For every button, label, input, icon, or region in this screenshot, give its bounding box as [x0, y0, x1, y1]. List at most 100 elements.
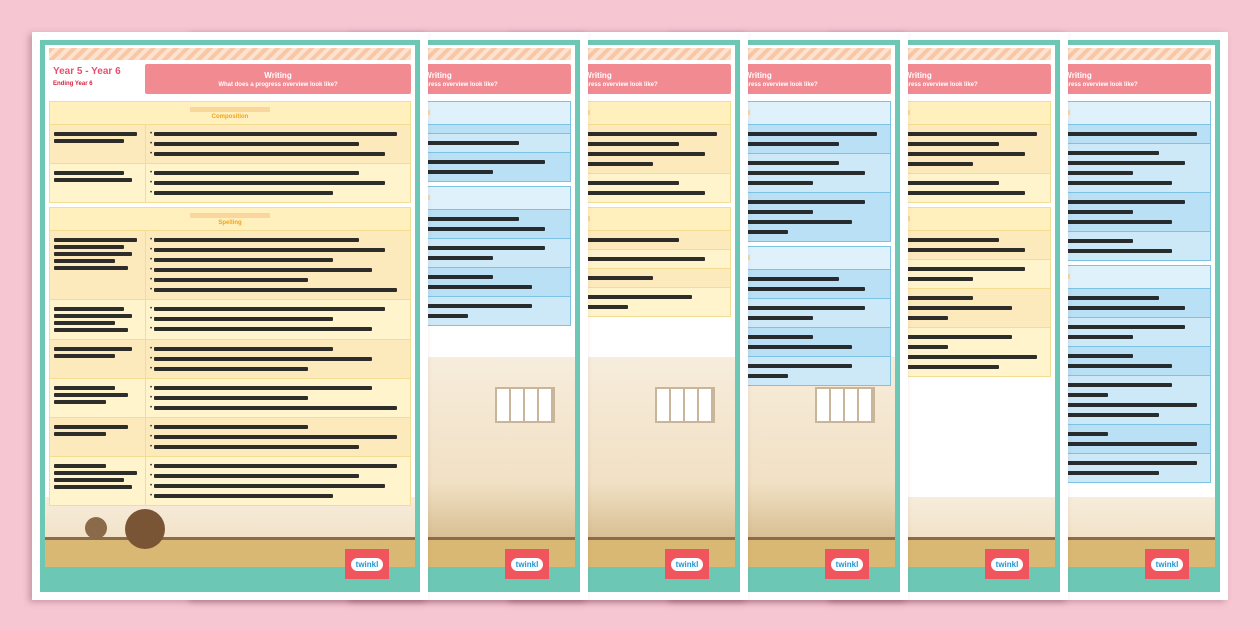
- bullet-item: [470, 149, 726, 159]
- section-header: Composition: [50, 102, 410, 124]
- text-line: [54, 464, 107, 468]
- bullet-item: [150, 383, 406, 393]
- bullet-item: [150, 403, 406, 413]
- logo-text: twinkl: [990, 557, 1024, 571]
- bullet-item: [950, 158, 1206, 168]
- text-line: [154, 396, 308, 400]
- text-line: [794, 191, 1025, 195]
- criteria-cell: [50, 164, 146, 202]
- bullet-item: [790, 129, 1046, 139]
- twinkl-logo: twinkl: [345, 549, 389, 579]
- text-line: [154, 386, 372, 390]
- bullet-item: [150, 393, 406, 403]
- evidence-cell: [946, 125, 1210, 143]
- text-line: [54, 259, 115, 263]
- text-line: [474, 257, 705, 261]
- text-line: [154, 435, 398, 439]
- bullet-item: [630, 284, 886, 294]
- text-line: [54, 266, 128, 270]
- decorative-border: [49, 48, 411, 60]
- logo-text: twinkl: [350, 557, 384, 571]
- bullet-item: [150, 275, 406, 285]
- text-line: [54, 132, 137, 136]
- text-line: [154, 406, 398, 410]
- text-line: [954, 132, 1198, 136]
- bullet-item: [950, 197, 1206, 207]
- text-line: [954, 306, 1185, 310]
- page-subtitle: What does a progress overview look like?: [858, 81, 978, 88]
- bullet-item: [150, 461, 406, 471]
- text-line: [634, 306, 865, 310]
- text-line: [474, 132, 718, 136]
- bullet-item: [790, 188, 1046, 198]
- text-line: [474, 191, 705, 195]
- page-title: Writing: [264, 70, 292, 80]
- bullet-item: [310, 243, 566, 253]
- text-line: [54, 171, 124, 175]
- text-line: [794, 132, 1038, 136]
- bullet-item: [790, 352, 1046, 362]
- text-line: [954, 403, 1198, 407]
- text-line: [154, 278, 308, 282]
- text-line: [154, 248, 385, 252]
- text-line: [154, 142, 359, 146]
- text-line: [54, 471, 137, 475]
- text-line: [54, 314, 133, 318]
- text-line: [154, 288, 398, 292]
- text-line: [54, 393, 128, 397]
- text-line: [154, 152, 385, 156]
- text-line: [954, 200, 1185, 204]
- bullet-item: [310, 157, 566, 167]
- text-line: [154, 357, 372, 361]
- bullet-item: [150, 255, 406, 265]
- bullet-item: [150, 235, 406, 245]
- table-row: [50, 456, 410, 505]
- text-line: [954, 442, 1198, 446]
- bullet-item: [470, 188, 726, 198]
- text-line: [154, 258, 334, 262]
- criteria-cell: [50, 231, 146, 299]
- text-line: [634, 132, 878, 136]
- text-line: [54, 485, 133, 489]
- page-title: Writing: [904, 70, 932, 80]
- text-line: [154, 171, 359, 175]
- bullet-item: [150, 364, 406, 374]
- text-line: [154, 464, 398, 468]
- bullet-item: [470, 254, 726, 264]
- section-tag: [190, 106, 270, 112]
- text-line: [154, 474, 359, 478]
- bullet-item: [950, 129, 1206, 139]
- bullet-item: [950, 303, 1206, 313]
- bullet-item: [150, 422, 406, 432]
- table-row: [50, 230, 410, 299]
- evidence-cell: [146, 379, 410, 417]
- bullet-item: [150, 265, 406, 275]
- bullet-item: [150, 285, 406, 295]
- bullet-item: [150, 491, 406, 501]
- bullet-item: [150, 314, 406, 324]
- text-line: [54, 307, 124, 311]
- pupil-graphic: [85, 517, 107, 539]
- text-line: [794, 355, 1038, 359]
- page-subtitle: What does a progress overview look like?: [698, 81, 818, 88]
- logo-text: twinkl: [830, 557, 864, 571]
- criteria-cell: [50, 418, 146, 456]
- table-row: [50, 378, 410, 417]
- evidence-cell: [146, 125, 410, 163]
- criteria-cell: [50, 457, 146, 505]
- text-line: [54, 386, 115, 390]
- text-line: [54, 328, 128, 332]
- page-subtitle: What does a progress overview look like?: [378, 81, 498, 88]
- page-title: Writing: [744, 70, 772, 80]
- bullet-item: [150, 471, 406, 481]
- text-line: [54, 432, 107, 436]
- text-line: [154, 317, 334, 321]
- bullet-item: [150, 442, 406, 452]
- bullet-item: [150, 168, 406, 178]
- bullet-item: [150, 245, 406, 255]
- bullet-item: [150, 324, 406, 334]
- page-title: Writing: [584, 70, 612, 80]
